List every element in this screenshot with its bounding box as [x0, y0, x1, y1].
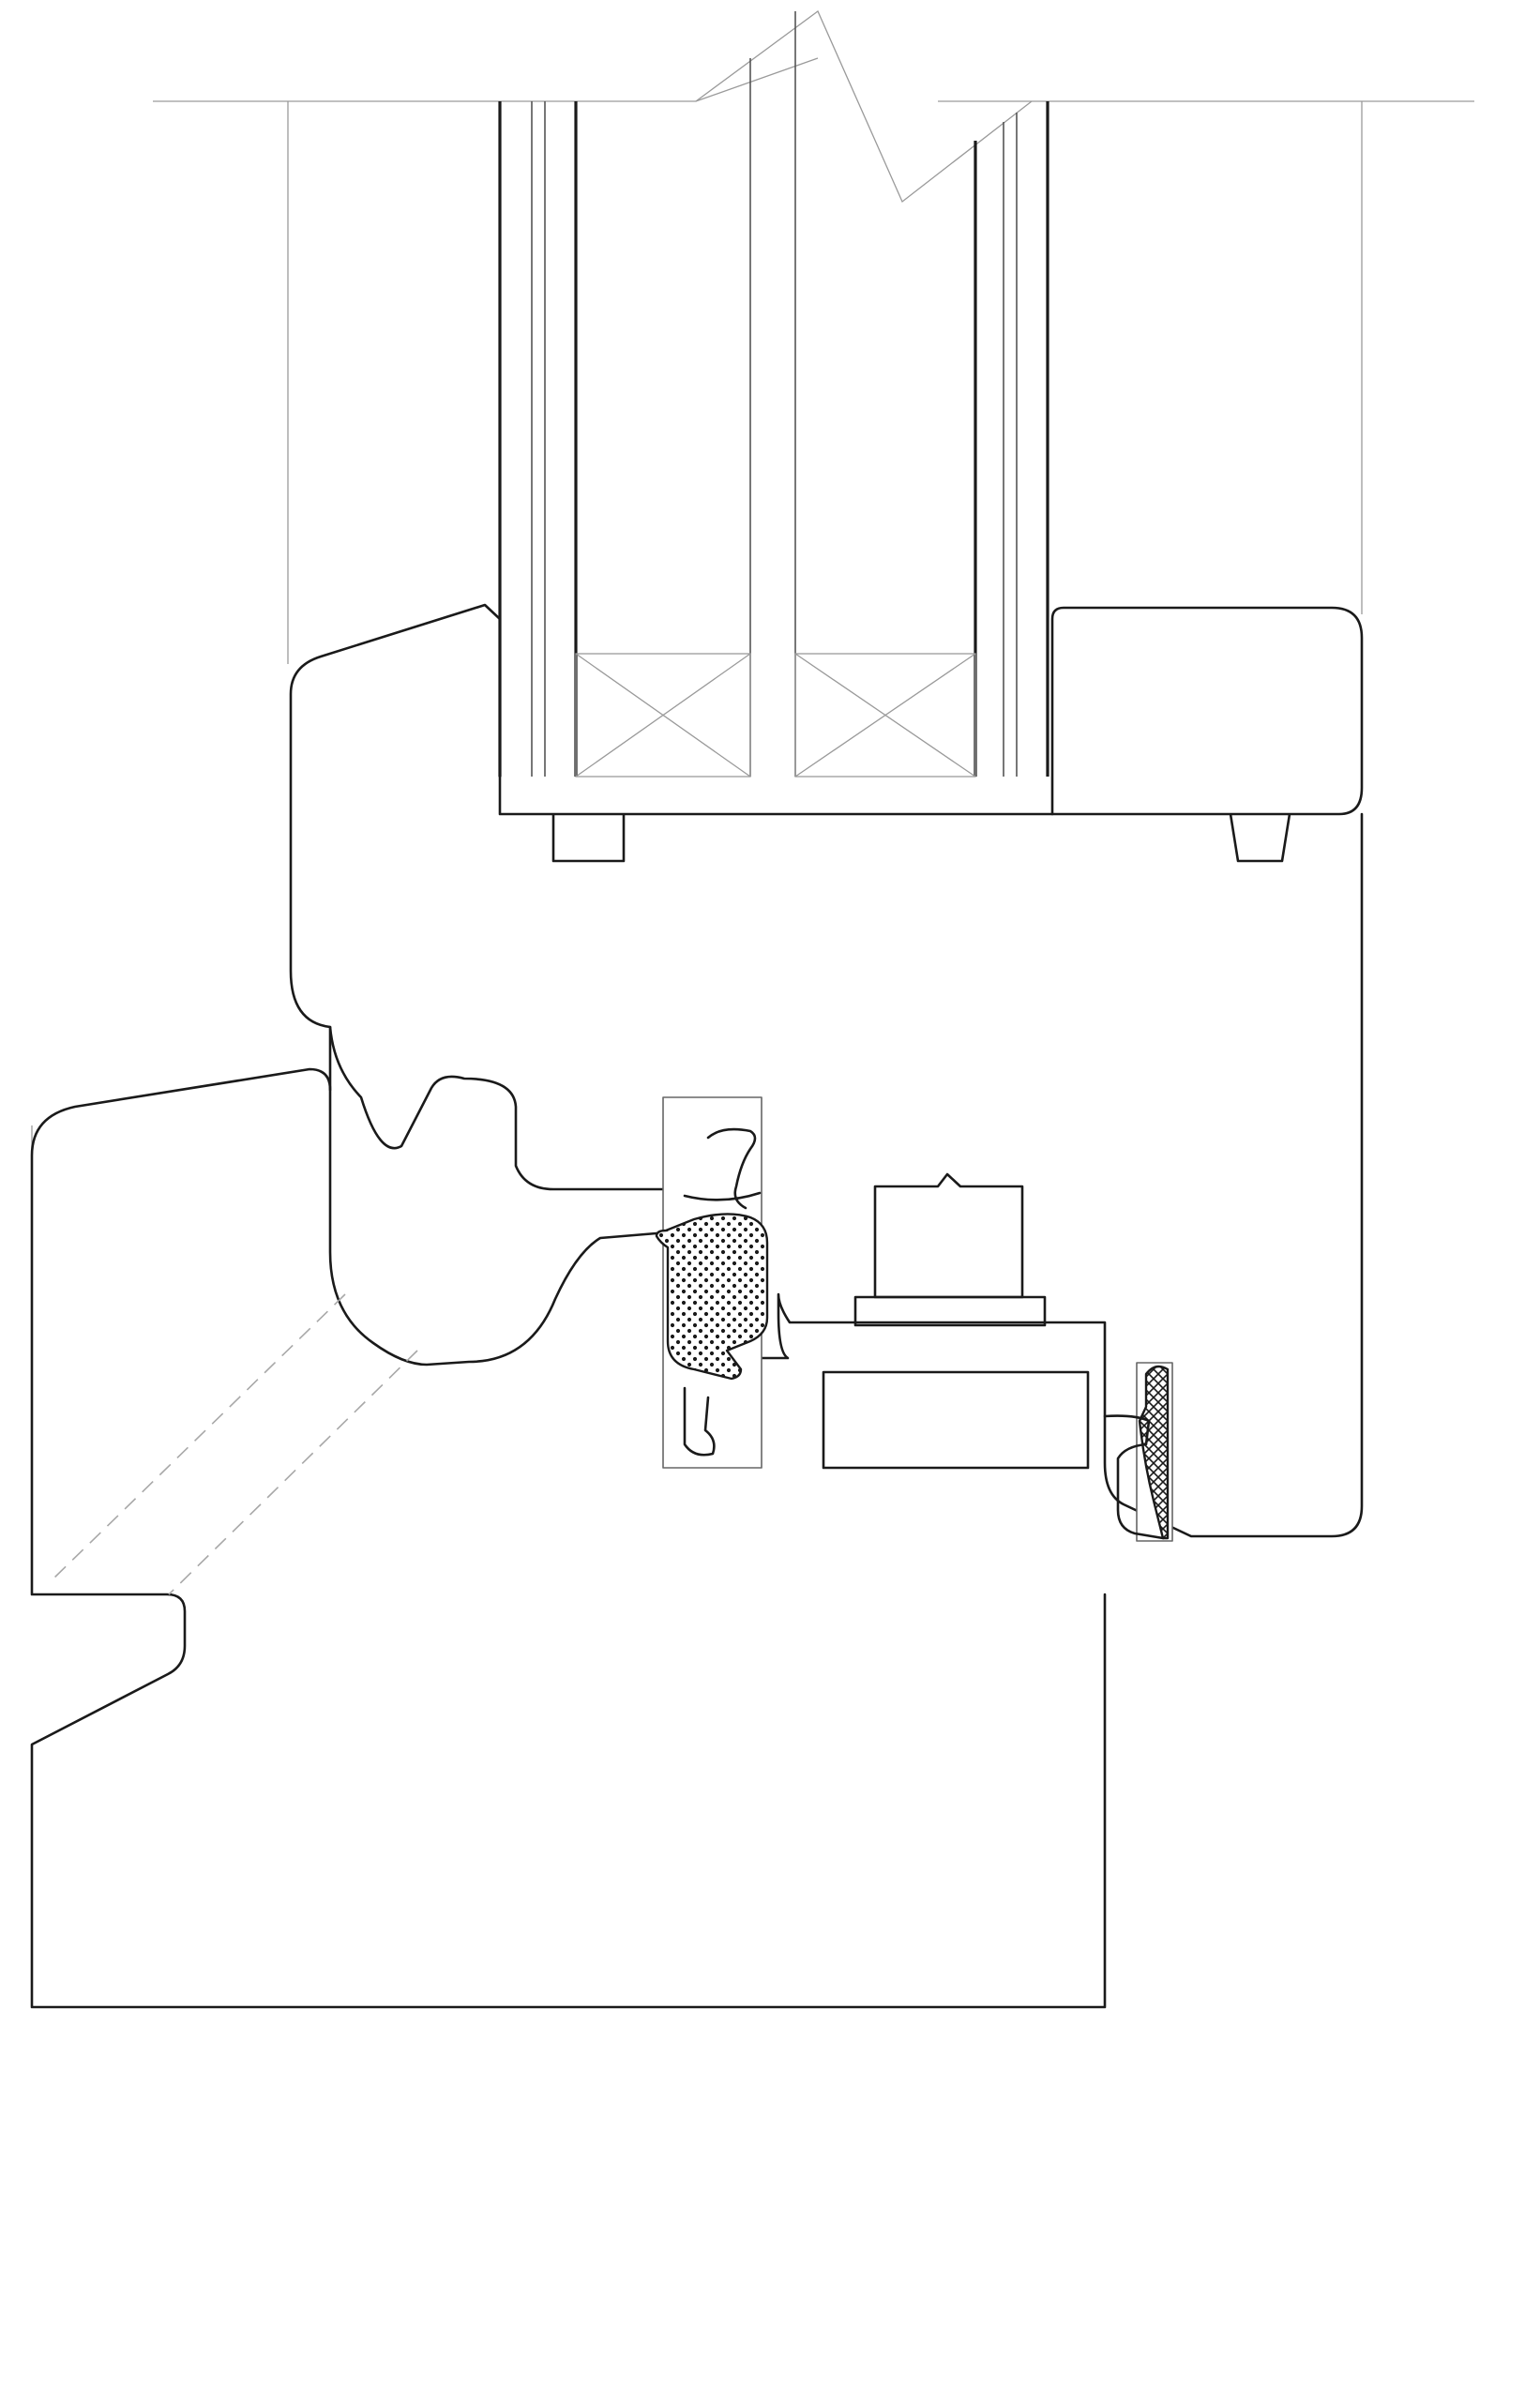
center-gasket: [655, 1096, 769, 1469]
hardware-rail: [822, 1172, 1090, 1470]
sash-nose: [328, 1025, 658, 1367]
insulated-glass-unit: [498, 11, 1049, 777]
hidden-lines: [51, 1293, 418, 1595]
right-gasket: [1103, 1362, 1173, 1542]
glazing-bead: [1050, 606, 1364, 816]
break-line: [695, 9, 1033, 204]
glazing-rebate: [498, 775, 1291, 863]
glass-spacers: [575, 653, 976, 778]
outer-frame: [30, 1067, 1107, 2009]
